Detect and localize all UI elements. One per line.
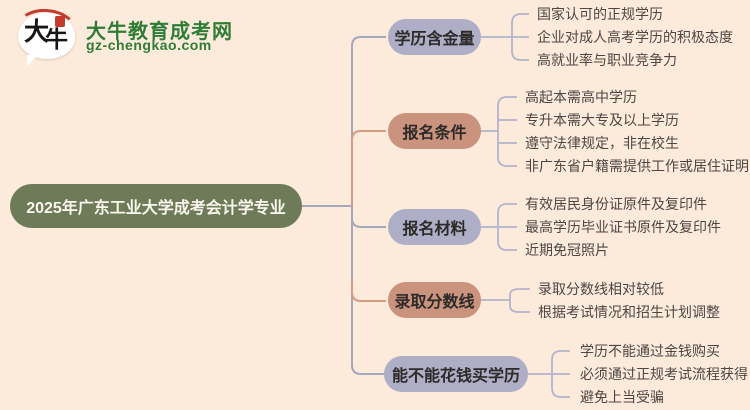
bracket-branch-4 bbox=[481, 288, 530, 313]
site-domain: gz-chengkao.com bbox=[86, 37, 212, 53]
connector-branch-3 bbox=[351, 212, 386, 228]
bracket-branch-1 bbox=[481, 13, 529, 61]
leaf-item: 有效居民身份证原件及复印件 bbox=[525, 196, 707, 212]
seal-icon bbox=[55, 16, 65, 27]
leaf-item: 学历不能通过金钱购买 bbox=[580, 343, 720, 359]
leaf-item: 企业对成人高考学历的积极态度 bbox=[537, 29, 733, 45]
leaf-item: 专升本需大专及以上学历 bbox=[525, 112, 679, 128]
leaf-item: 遵守法律规定，非在校生 bbox=[525, 135, 679, 151]
leaf-item: 避免上当受骗 bbox=[580, 389, 664, 405]
connector-trunk bbox=[351, 36, 386, 375]
connector-branch-4 bbox=[351, 280, 386, 302]
leaf-item: 最高学历毕业证书原件及复印件 bbox=[525, 219, 721, 235]
bracket-branch-5 bbox=[528, 350, 570, 398]
branch-node-1: 学历含金量 bbox=[388, 19, 481, 55]
bracket-branch-3 bbox=[481, 203, 517, 251]
branch-node-3: 报名材料 bbox=[388, 209, 481, 245]
branch-node-2: 报名条件 bbox=[388, 113, 481, 149]
leaf-item: 国家认可的正规学历 bbox=[537, 6, 663, 22]
leaf-item: 高起本需高中学历 bbox=[525, 89, 637, 105]
site-name: 大牛教育成考网 bbox=[86, 21, 233, 43]
leaf-item: 录取分数线相对较低 bbox=[538, 281, 664, 297]
site-logo: 大 牛 大牛教育成考网 gz-chengkao.com bbox=[0, 0, 320, 70]
leaf-item: 高就业率与职业竞争力 bbox=[537, 52, 677, 68]
leaf-item: 必须通过正规考试流程获得 bbox=[580, 366, 748, 382]
connector-branch-2 bbox=[351, 130, 386, 206]
logo-mascot-bubble: 大 牛 bbox=[14, 6, 79, 59]
leaf-item: 根据考试情况和招生计划调整 bbox=[538, 304, 720, 320]
root-node: 2025年广东工业大学成考会计学专业 bbox=[10, 184, 302, 228]
branch-node-4: 录取分数线 bbox=[388, 282, 481, 318]
logo-mascot-char-2: 牛 bbox=[45, 27, 68, 52]
bracket-branch-2 bbox=[481, 96, 517, 167]
logo-mascot-char-1: 大 bbox=[24, 19, 50, 46]
leaf-item: 近期免冠照片 bbox=[525, 242, 609, 258]
branch-node-5: 能不能花钱买学历 bbox=[384, 356, 528, 392]
leaf-item: 非广东省户籍需提供工作或居住证明 bbox=[525, 158, 749, 174]
